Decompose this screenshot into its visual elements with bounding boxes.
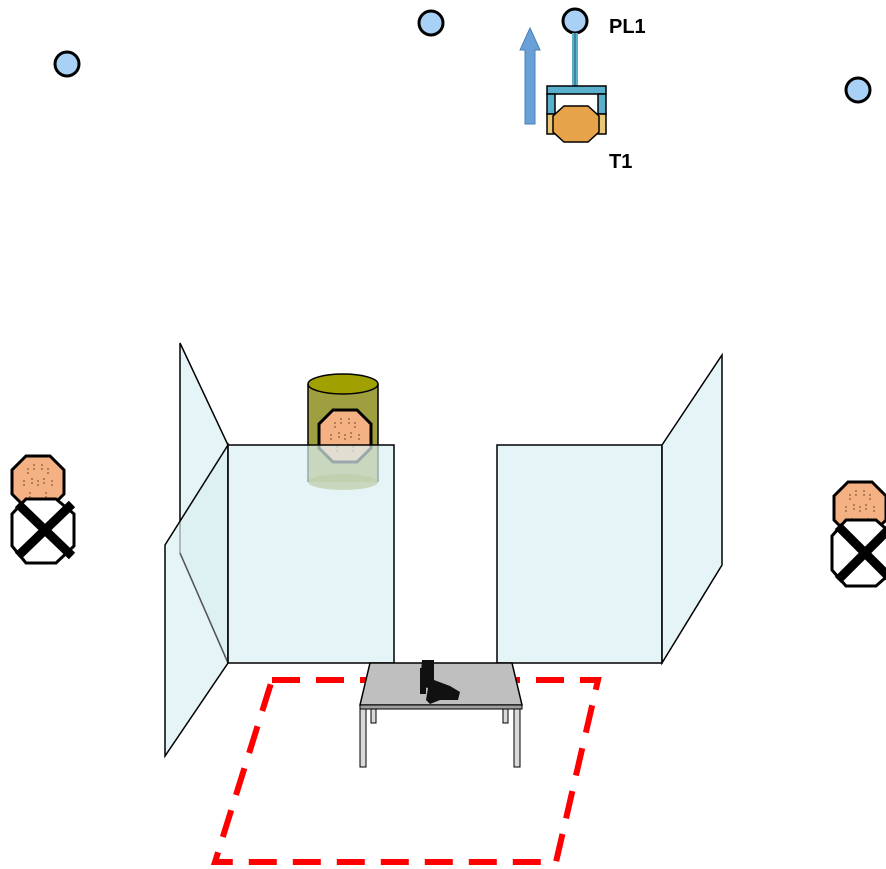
marker-dot-icon — [561, 7, 589, 35]
direction-arrow-icon — [519, 26, 541, 125]
crossed-out-icon — [830, 518, 886, 588]
marker-dot-icon — [53, 50, 81, 78]
right-panel-wall — [496, 352, 723, 666]
left-panel-wall — [164, 342, 229, 759]
crossed-out-person-left — [10, 454, 76, 565]
handgun-icon — [420, 660, 460, 704]
target-rig-icon — [546, 33, 607, 143]
marker-dot-icon — [844, 76, 872, 104]
crossed-out-icon — [10, 497, 76, 565]
marker-label: PL1 — [609, 16, 646, 38]
target-label: T1 — [609, 151, 632, 173]
crossed-out-person-right — [830, 480, 886, 588]
table-icon — [359, 662, 523, 768]
left-front-panel — [227, 444, 395, 664]
marker-dot-icon — [417, 9, 445, 37]
